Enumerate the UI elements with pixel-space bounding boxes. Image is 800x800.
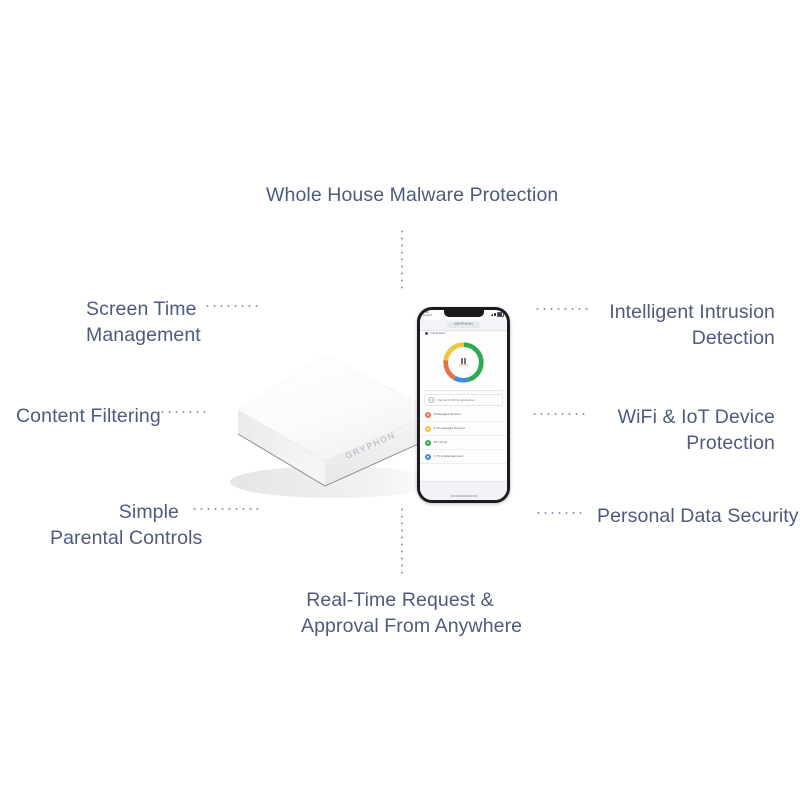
feature-label-malware-protection: Whole House Malware Protection (266, 182, 558, 208)
feature-line: Detection (691, 327, 775, 349)
internet-status-card[interactable]: Internet is ON for all devices (424, 394, 503, 406)
list-item[interactable]: 3 TV & Entertainment (420, 450, 507, 464)
mobile-app-phone: 7:56 Gryphon GRYPHON GP Router (417, 307, 510, 503)
device-category-list: 8 Managed Devices 5 Unmanaged Devices 26… (420, 408, 507, 464)
router-side-face (238, 410, 325, 486)
feature-line: Real-Time Request & (306, 589, 494, 611)
app-header: GRYPHON (420, 320, 507, 331)
router-status-icon (425, 332, 429, 336)
router-base-line (237, 433, 437, 487)
feature-line: Content Filtering (16, 405, 161, 427)
phone-frame: 7:56 Gryphon GRYPHON GP Router (417, 307, 510, 503)
router-illustration: GRYPHON (230, 355, 438, 498)
list-item-label: 26 Things (433, 439, 448, 444)
list-item-label: 5 Unmanaged Devices (433, 425, 465, 430)
phone-notch (443, 310, 484, 317)
feature-label-intrusion-detection: Intelligent Intrusion Detection (601, 299, 775, 351)
network-status-row[interactable]: GP Router (420, 331, 507, 336)
signal-icon (490, 312, 496, 316)
connector-top (401, 228, 403, 290)
unmanaged-devices-icon (425, 425, 431, 432)
connector-wifi-iot (531, 413, 586, 415)
donut-caption: PAUSE (458, 363, 469, 367)
status-bar: 7:56 Gryphon (420, 310, 507, 319)
connector-parental-controls (191, 508, 262, 510)
pause-circle-icon (428, 396, 435, 404)
status-time: 7:56 (423, 310, 429, 314)
feature-label-parental-controls: Simple Parental Controls (50, 499, 203, 551)
internet-status-label: Internet is ON for all devices (437, 397, 475, 402)
network-label: GP Router (430, 331, 445, 336)
donut-segment-managed (443, 342, 484, 383)
content-divider (424, 390, 503, 391)
router-front-face (325, 412, 436, 486)
feature-line: Screen Time (86, 298, 197, 320)
list-item-label: 3 TV & Entertainment (433, 453, 464, 458)
connector-personal-data (535, 512, 586, 514)
usage-donut-chart[interactable]: PAUSE (440, 339, 487, 386)
connector-intrusion (534, 308, 590, 310)
battery-icon (497, 312, 504, 317)
list-item[interactable]: 26 Things (420, 436, 507, 450)
connector-content-filtering (159, 411, 207, 413)
feature-line: Intelligent Intrusion (609, 301, 775, 323)
status-carrier: Gryphon (423, 313, 433, 317)
donut-segment-intrusion (443, 342, 484, 383)
feature-line: WiFi & IoT Device (617, 406, 775, 428)
list-item[interactable]: 5 Unmanaged Devices (420, 422, 507, 436)
feature-label-content-filtering: Content Filtering (16, 403, 161, 429)
status-bar-right (490, 312, 504, 317)
donut-segment-things (443, 342, 484, 383)
home-indicator[interactable] (449, 495, 478, 497)
feature-line: Parental Controls (50, 527, 203, 549)
feature-line: Management (86, 324, 201, 346)
home-indicator-area (420, 481, 507, 500)
feature-line: Personal Data Security (597, 505, 799, 527)
gryphon-router-device: GRYPHON (222, 330, 452, 515)
tv-entertainment-icon (425, 453, 431, 460)
list-item[interactable]: 8 Managed Devices (420, 408, 507, 422)
feature-line: Protection (686, 432, 775, 454)
managed-devices-icon (425, 411, 431, 418)
feature-label-personal-data-security: Personal Data Security (597, 503, 799, 529)
phone-screen: 7:56 Gryphon GRYPHON GP Router (420, 310, 507, 500)
usage-donut-wrap: PAUSE (420, 339, 507, 386)
feature-label-wifi-iot-protection: WiFi & IoT Device Protection (597, 404, 775, 456)
donut-svg (443, 342, 484, 383)
feature-line: Approval From Anywhere (301, 615, 523, 637)
app-title: GRYPHON (447, 322, 480, 328)
list-item-label: 8 Managed Devices (433, 411, 461, 416)
pause-icon (461, 357, 466, 364)
feature-label-realtime-approval: Real-Time Request & Approval From Anywhe… (301, 587, 523, 639)
feature-line: Simple (118, 501, 179, 523)
feature-line: Whole House Malware Protection (266, 184, 559, 206)
status-bar-left: 7:56 Gryphon (423, 310, 433, 317)
connector-screen-time (204, 305, 260, 307)
connector-bottom (401, 506, 403, 578)
feature-label-screen-time: Screen Time Management (86, 296, 201, 348)
router-bevel-edge (237, 409, 437, 462)
donut-center: PAUSE (440, 339, 487, 386)
things-icon (425, 439, 431, 446)
donut-segment-unmanaged (443, 342, 484, 383)
